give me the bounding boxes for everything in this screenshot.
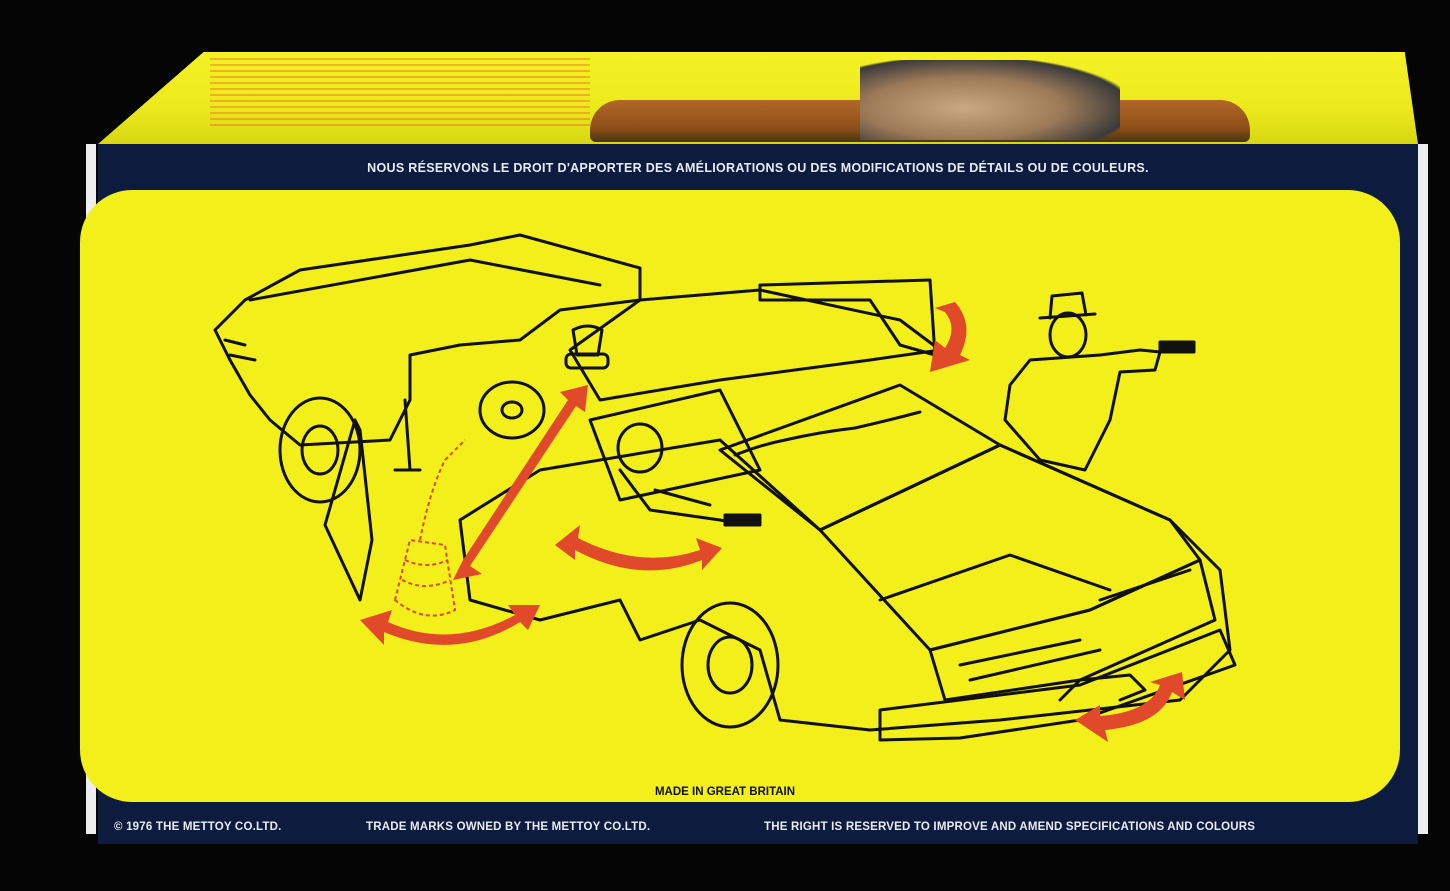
driver-pistol (723, 513, 762, 527)
lid-printed-text (210, 58, 590, 130)
steering-wheel (478, 380, 546, 440)
made-in-label: MADE IN GREAT BRITAIN (654, 786, 796, 798)
rear-wheel (278, 396, 362, 504)
driver-head (616, 422, 664, 474)
left-open-door (323, 418, 374, 602)
gunman-coat (1003, 348, 1162, 472)
arrow-door-swing (555, 525, 722, 571)
arrow-door-rotate (930, 302, 970, 372)
gunman-head (1048, 311, 1088, 359)
windshield (718, 383, 1002, 532)
gunman-pistol (1158, 340, 1196, 354)
tow-hook (1058, 673, 1147, 702)
car-rear-body (213, 233, 642, 447)
rights-text: THE RIGHT IS RESERVED TO IMPROVE AND AME… (764, 821, 1256, 833)
beacon-post (393, 398, 422, 472)
box-edge-right (1418, 144, 1428, 834)
french-notice: NOUS RÉSERVONS LE DROIT D'APPORTER DES A… (367, 161, 1149, 175)
arrow-beacon-lift (453, 385, 588, 580)
raised-door (758, 278, 937, 357)
gunman-hat (1038, 291, 1097, 320)
car-body-side (458, 438, 1232, 732)
copyright-text: © 1976 THE METTOY CO.LTD. (114, 821, 282, 833)
roof-beacon (571, 324, 604, 357)
side-window (588, 388, 762, 502)
trademark-text: TRADE MARKS OWNED BY THE METTOY CO.LTD. (366, 821, 651, 833)
arrow-hook-rotate (1075, 672, 1185, 742)
arrow-base-rotate (360, 605, 540, 645)
beacon-retracted-outline (393, 538, 457, 617)
lid-portrait-photo (860, 60, 1120, 140)
front-bumper (878, 628, 1237, 742)
car-hood (818, 443, 1202, 652)
front-wheel (680, 601, 780, 729)
car-roof (568, 288, 942, 402)
front-grille (928, 558, 1217, 702)
